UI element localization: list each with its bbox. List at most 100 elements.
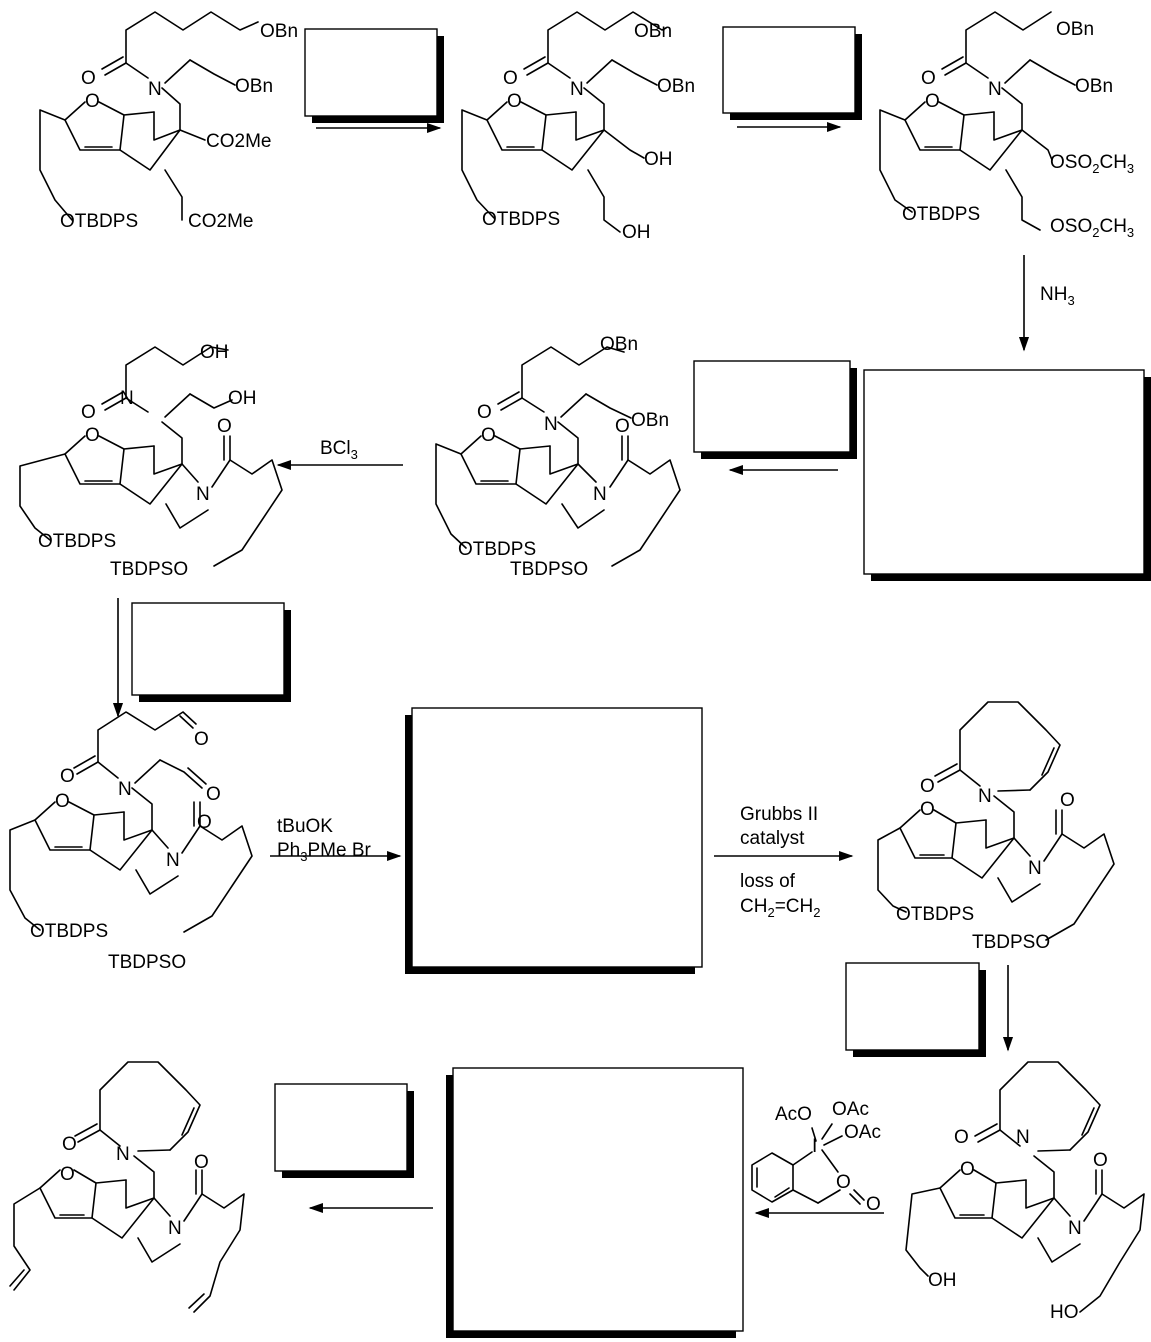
svg-text:O: O — [481, 425, 496, 446]
svg-text:O: O — [477, 402, 492, 423]
svg-text:CO2Me: CO2Me — [188, 211, 253, 232]
iodinane-reagent: I AcO OAc OAc O O — [751, 1099, 881, 1215]
svg-text:N: N — [1068, 1218, 1082, 1239]
svg-text:O: O — [81, 68, 96, 89]
svg-text:O: O — [507, 91, 522, 112]
svg-text:OTBDPS: OTBDPS — [30, 921, 108, 942]
svg-text:O: O — [55, 791, 70, 812]
svg-text:O: O — [836, 1172, 851, 1193]
svg-text:OBn: OBn — [657, 76, 695, 97]
molecule-6: O O N O O OTBDPS N O TBDPSO — [9, 711, 253, 973]
svg-text:OTBDPS: OTBDPS — [482, 209, 560, 230]
svg-text:O: O — [197, 812, 212, 833]
svg-text:OH: OH — [644, 149, 673, 170]
svg-text:N: N — [988, 79, 1002, 100]
reagent-ethylene: CH2=CH2 — [740, 896, 820, 920]
svg-text:N: N — [120, 388, 134, 409]
svg-text:N: N — [166, 850, 180, 871]
svg-text:O: O — [62, 1134, 77, 1155]
svg-text:O: O — [194, 1152, 209, 1173]
molecule-1: OBn O N OBn O OTBDPS CO2Me CO2Me — [39, 11, 298, 232]
svg-text:OH: OH — [622, 222, 651, 243]
svg-text:O: O — [921, 68, 936, 89]
svg-text:OBn: OBn — [260, 21, 298, 42]
svg-text:TBDPSO: TBDPSO — [510, 559, 588, 580]
svg-text:N: N — [1028, 858, 1042, 879]
svg-text:OBn: OBn — [634, 21, 672, 42]
svg-text:N: N — [116, 1144, 130, 1165]
answer-box-8 — [446, 1067, 744, 1338]
svg-text:OBn: OBn — [631, 410, 669, 431]
svg-text:N: N — [978, 786, 992, 807]
svg-text:OTBDPS: OTBDPS — [902, 204, 980, 225]
svg-text:TBDPSO: TBDPSO — [110, 559, 188, 580]
svg-text:OSO2CH3: OSO2CH3 — [1050, 152, 1134, 176]
reagent-bcl3: BCl3 — [320, 438, 358, 462]
svg-text:O: O — [217, 416, 232, 437]
answer-box-1 — [304, 28, 444, 123]
svg-text:O: O — [866, 1194, 881, 1215]
svg-text:OTBDPS: OTBDPS — [60, 211, 138, 232]
answer-box-3 — [863, 369, 1151, 581]
svg-text:O: O — [206, 784, 221, 805]
molecule-9: O N O N O — [9, 1061, 245, 1313]
svg-text:N: N — [148, 79, 162, 100]
svg-text:OTBDPS: OTBDPS — [38, 531, 116, 552]
svg-text:OAc: OAc — [844, 1122, 881, 1143]
svg-text:O: O — [60, 766, 75, 787]
svg-text:N: N — [593, 484, 607, 505]
svg-text:OBn: OBn — [1056, 19, 1094, 40]
svg-text:OSO2CH3: OSO2CH3 — [1050, 216, 1134, 240]
answer-box-6 — [405, 707, 703, 974]
molecule-7: O N O OTBDPS N O TBDPSO — [877, 701, 1115, 953]
reagent-catalyst: catalyst — [740, 828, 805, 849]
svg-text:OAc: OAc — [832, 1099, 869, 1120]
svg-text:O: O — [194, 729, 209, 750]
molecule-5: OH O N OH O OTBDPS N O TBDPSO — [19, 342, 283, 580]
svg-text:OH: OH — [928, 1270, 957, 1291]
svg-text:CO2Me: CO2Me — [206, 131, 271, 152]
answer-box-7 — [845, 962, 986, 1057]
svg-text:OH: OH — [200, 342, 229, 363]
svg-text:O: O — [85, 425, 100, 446]
svg-text:N: N — [196, 484, 210, 505]
svg-text:OBn: OBn — [1075, 76, 1113, 97]
molecule-4: OBn O N OBn O OTBDPS N O TBDPSO — [435, 334, 681, 580]
svg-text:TBDPSO: TBDPSO — [108, 952, 186, 973]
svg-text:O: O — [60, 1164, 75, 1185]
svg-text:O: O — [954, 1127, 969, 1148]
svg-text:HO: HO — [1050, 1302, 1079, 1323]
svg-text:OBn: OBn — [600, 334, 638, 355]
svg-text:O: O — [615, 416, 630, 437]
svg-text:N: N — [168, 1218, 182, 1239]
reagent-ph3pmebr: Ph3PMe Br — [277, 840, 372, 864]
svg-text:N: N — [118, 779, 132, 800]
reagent-nh3: NH3 — [1040, 284, 1075, 308]
svg-text:OBn: OBn — [235, 76, 273, 97]
molecule-8: O N O OH N O HO — [905, 1061, 1145, 1323]
svg-text:O: O — [503, 68, 518, 89]
svg-text:OTBDPS: OTBDPS — [458, 539, 536, 560]
answer-box-2 — [722, 26, 862, 120]
svg-text:OH: OH — [228, 388, 257, 409]
molecule-3: OBn O N OBn O OTBDPS OSO2CH3 OSO2CH3 — [879, 11, 1134, 240]
svg-text:O: O — [1060, 790, 1075, 811]
svg-text:O: O — [920, 799, 935, 820]
svg-text:I: I — [812, 1136, 817, 1157]
reagent-grubbs: Grubbs II — [740, 804, 818, 825]
svg-text:O: O — [85, 91, 100, 112]
reagent-tbuok: tBuOK — [277, 816, 333, 837]
svg-text:N: N — [544, 414, 558, 435]
molecule-2: OBn O N OBn O OTBDPS OH OH — [461, 11, 695, 243]
answer-box-9 — [274, 1083, 414, 1178]
svg-text:O: O — [920, 776, 935, 797]
svg-text:O: O — [960, 1159, 975, 1180]
answer-box-4 — [693, 360, 857, 459]
svg-text:OTBDPS: OTBDPS — [896, 904, 974, 925]
answer-box-5 — [131, 602, 291, 702]
svg-text:TBDPSO: TBDPSO — [972, 932, 1050, 953]
svg-text:O: O — [1093, 1150, 1108, 1171]
reagent-loss-of: loss of — [740, 871, 796, 892]
svg-text:O: O — [925, 91, 940, 112]
